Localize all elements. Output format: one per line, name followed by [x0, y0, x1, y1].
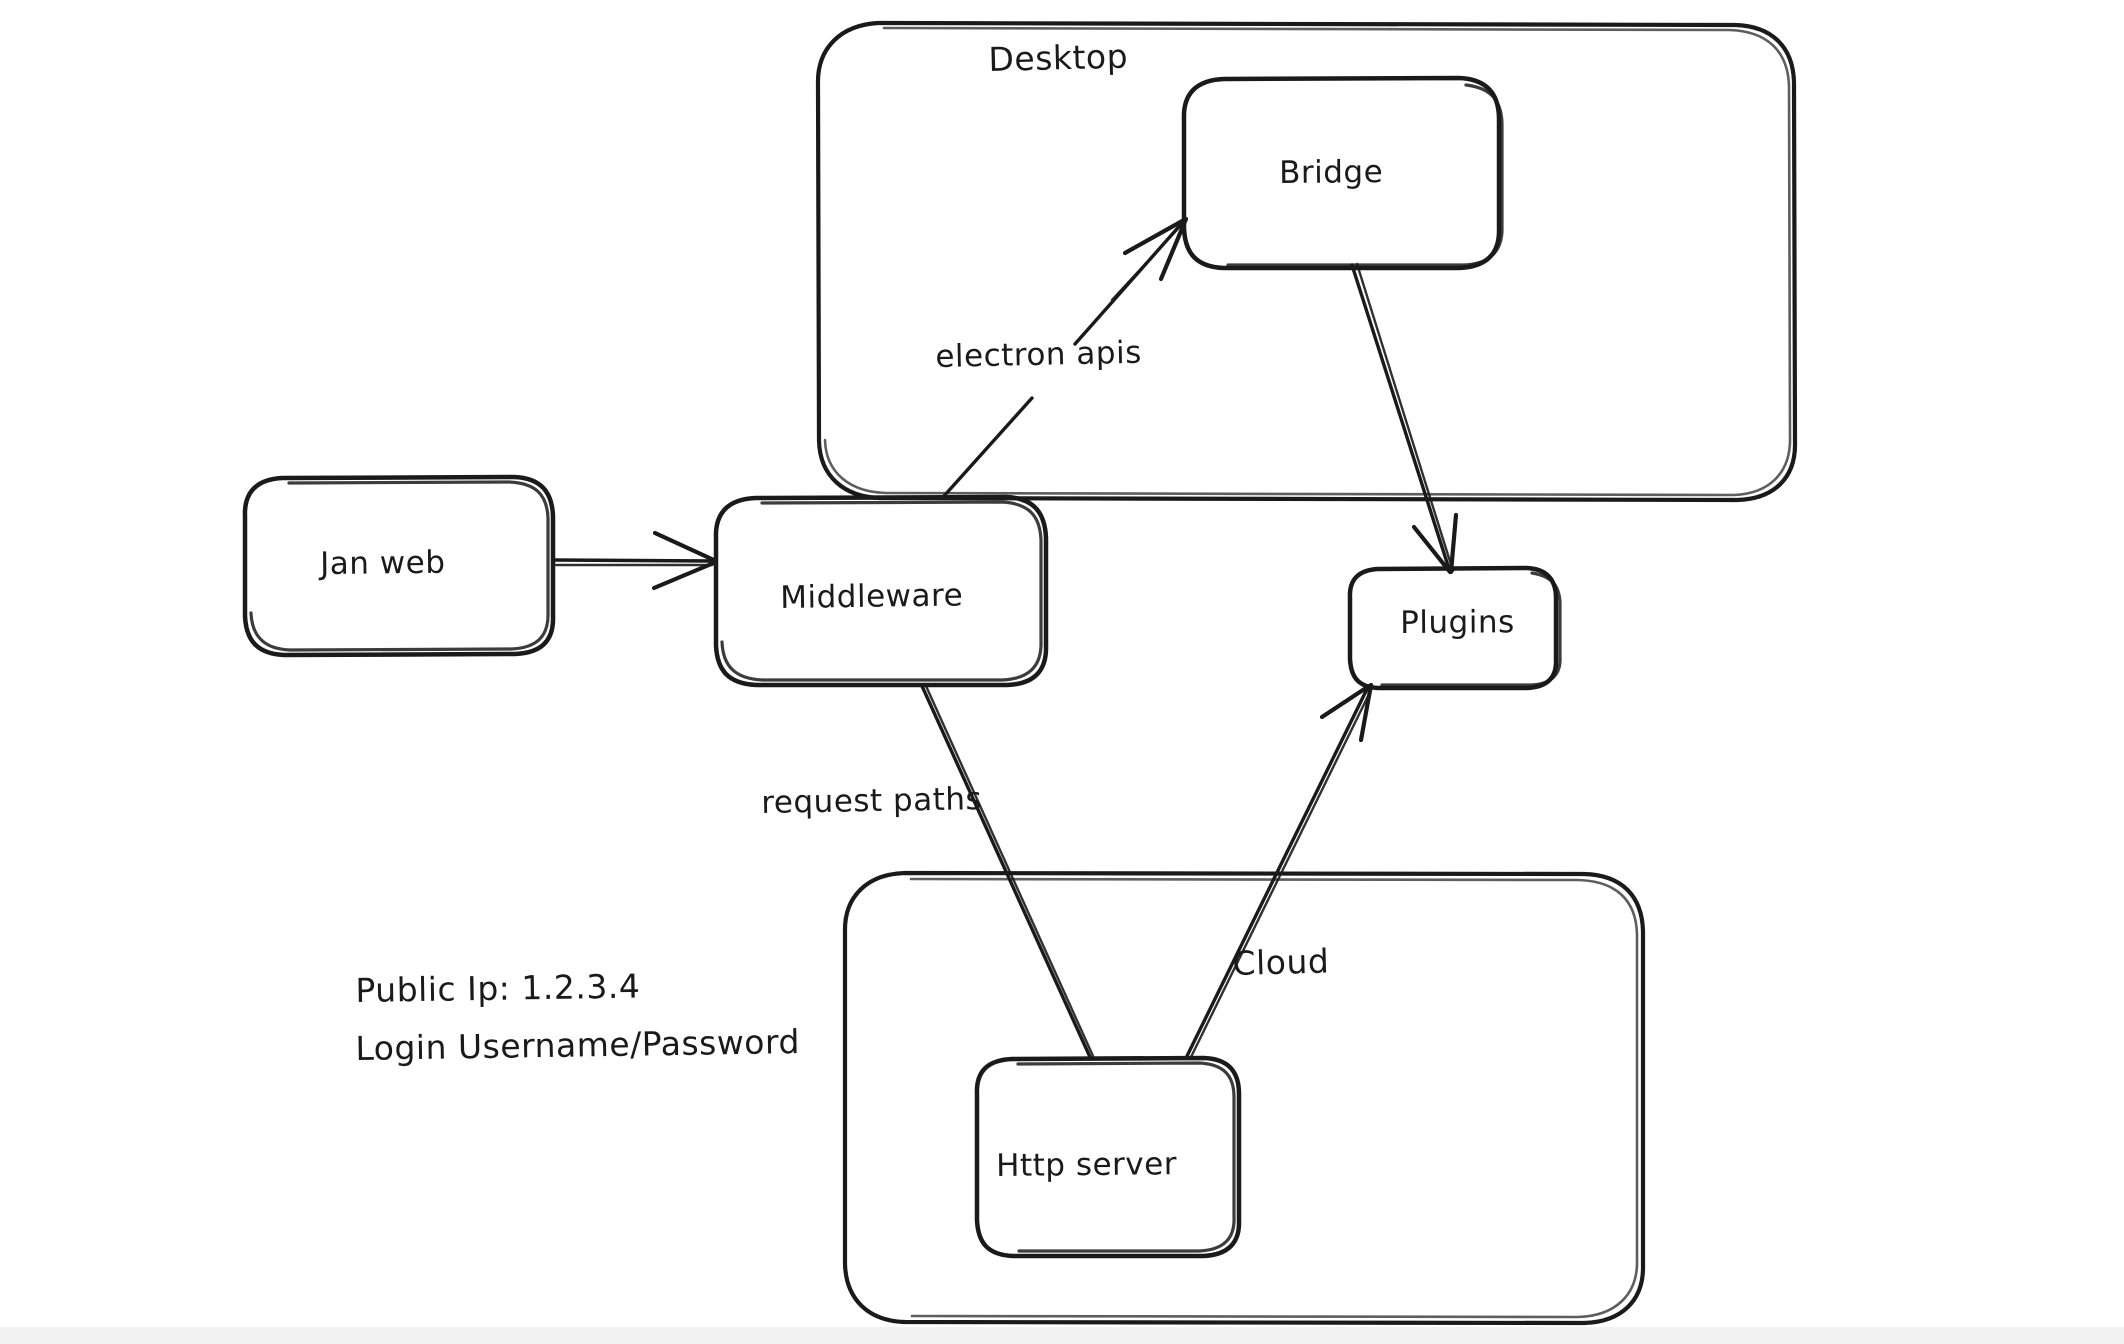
- edge-bridge-to-plugins: [1350, 262, 1459, 575]
- edge-jan-web-to-middleware: [552, 530, 719, 591]
- note-public-ip: Public Ip: 1.2.3.4: [355, 966, 641, 1010]
- node-plugins-outline[interactable]: [1347, 565, 1562, 691]
- container-label-cloud: Cloud: [1232, 941, 1330, 983]
- container-label-desktop: Desktop: [988, 36, 1129, 79]
- node-label-bridge: Bridge: [1279, 154, 1384, 191]
- node-label-plugins: Plugins: [1400, 604, 1515, 641]
- edge-middleware-to-http-server: [920, 684, 1095, 1059]
- node-label-jan-web: Jan web: [320, 544, 446, 582]
- node-middleware-outline[interactable]: [713, 494, 1049, 688]
- node-label-middleware: Middleware: [780, 577, 964, 616]
- node-bridge-outline[interactable]: [1181, 75, 1504, 271]
- node-http-server-outline[interactable]: [974, 1055, 1242, 1259]
- edge-label-electron-apis: electron apis: [935, 334, 1143, 375]
- container-cloud-outline: [842, 870, 1646, 1326]
- edge-http-server-to-plugins: [1185, 682, 1374, 1059]
- note-login-credentials: Login Username/Password: [355, 1022, 801, 1068]
- node-jan-web-outline[interactable]: [242, 474, 556, 658]
- edge-label-request-paths: request paths: [761, 781, 983, 821]
- edge-middleware-to-bridge: [942, 216, 1189, 498]
- node-label-http-server: Http server: [996, 1146, 1178, 1184]
- bottom-edge-strip: [0, 1327, 2124, 1344]
- container-desktop-outline: [815, 20, 1798, 503]
